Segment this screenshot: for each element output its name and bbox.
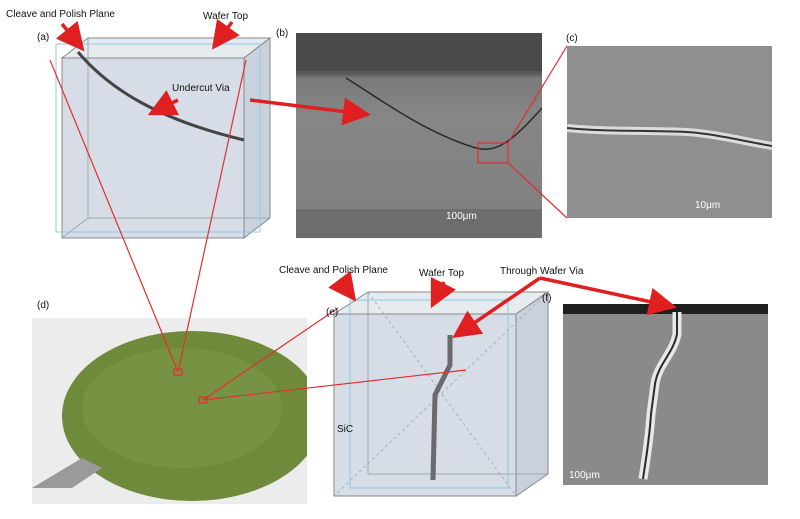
cube-diagram-a: [55, 36, 272, 240]
panel-label-b: (b): [276, 28, 289, 39]
label-wafer-top-bottom: Wafer Top: [419, 268, 465, 279]
sem-image-c: 10μm: [567, 46, 772, 218]
scale-bar-b: 100μm: [446, 211, 477, 222]
panel-label-c: (c): [566, 33, 578, 44]
panel-label-d: (d): [37, 300, 50, 311]
label-through-wafer-via: Through Wafer Via: [500, 266, 584, 277]
label-undercut-via: Undercut Via: [172, 83, 230, 94]
label-cleave-polish-plane-bottom: Cleave and Polish Plane: [279, 265, 388, 276]
scale-bar-c: 10μm: [695, 200, 721, 211]
label-cleave-polish-plane-top: Cleave and Polish Plane: [6, 9, 115, 20]
label-sic: SiC: [337, 424, 354, 435]
sem-image-b: 100μm: [296, 33, 542, 238]
panel-label-a: (a): [37, 32, 50, 43]
scale-bar-f: 100μm: [569, 470, 600, 481]
panel-label-e: (e): [326, 307, 339, 318]
label-wafer-top-top: Wafer Top: [203, 11, 249, 22]
cube-diagram-e: [332, 291, 550, 497]
callout-lines: [49, 45, 568, 404]
panel-label-f: (f): [542, 293, 552, 304]
wafer-photo-d: [32, 318, 307, 504]
annotation-arrows: [55, 18, 677, 338]
